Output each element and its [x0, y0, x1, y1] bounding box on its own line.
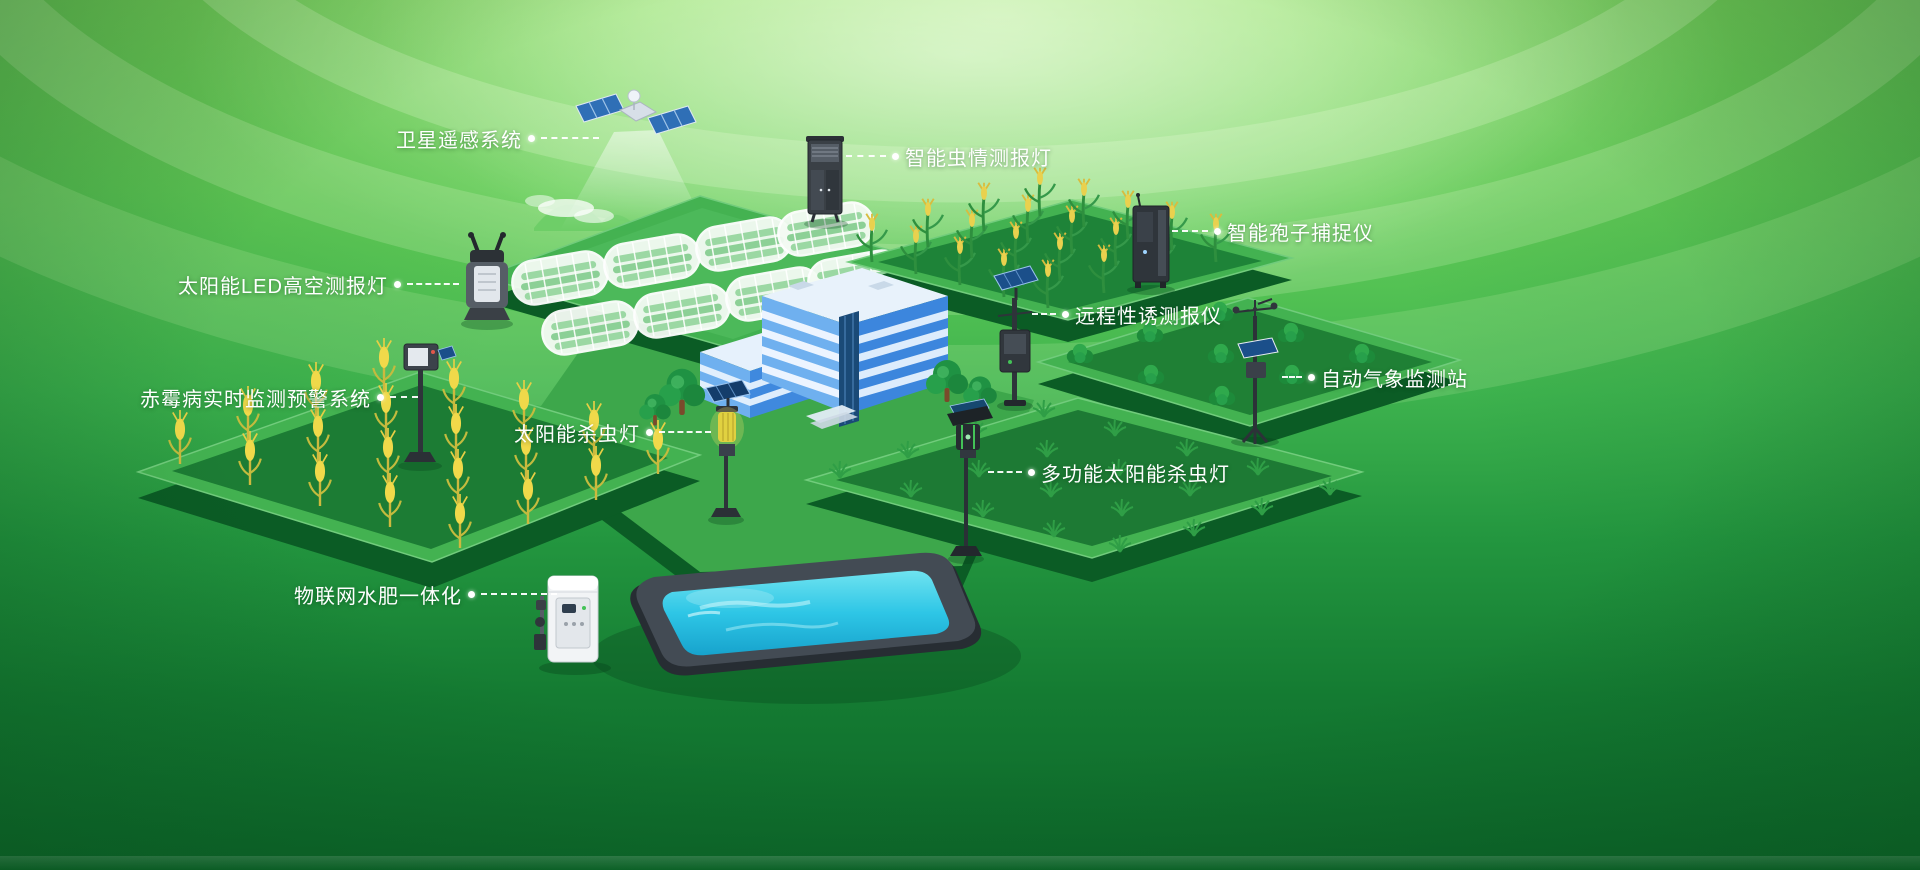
- label-remote-pheromone-monitor: 远程性诱测报仪: [1032, 301, 1222, 328]
- label-text: 自动气象监测站: [1321, 368, 1468, 391]
- label-dash-line: [988, 471, 1022, 473]
- satellite-beam: [560, 130, 706, 230]
- label-satellite-remote-sensing: 卫星遥感系统: [396, 125, 599, 152]
- multifunction-solar-insecticidal-lamp-device: [947, 398, 993, 564]
- label-auto-weather-station: 自动气象监测站: [1282, 364, 1468, 391]
- label-dash-line: [846, 155, 886, 157]
- label-dash-line: [659, 431, 711, 433]
- label-dot: [528, 134, 535, 142]
- label-dash-line: [1282, 376, 1302, 378]
- label-text: 卫星遥感系统: [396, 129, 522, 152]
- label-solar-led-aerial-lamp: 太阳能LED高空测报灯: [178, 271, 459, 298]
- label-iot-water-fertilizer: 物联网水肥一体化: [294, 581, 557, 608]
- label-multifunction-solar-insecticidal-lamp: 多功能太阳能杀虫灯: [988, 459, 1230, 486]
- label-dot: [1028, 468, 1035, 476]
- label-scab-realtime-warning: 赤霉病实时监测预警系统: [140, 384, 418, 411]
- label-dash-line: [541, 137, 599, 139]
- label-dot: [1214, 227, 1221, 235]
- label-dot: [892, 152, 899, 160]
- label-text: 远程性诱测报仪: [1075, 305, 1222, 328]
- label-dot: [646, 428, 653, 436]
- rice-platform: [803, 397, 1365, 582]
- label-dash-line: [1032, 313, 1056, 315]
- label-text: 物联网水肥一体化: [294, 585, 462, 608]
- label-dot: [393, 280, 401, 288]
- label-solar-insecticidal-lamp: 太阳能杀虫灯: [514, 419, 711, 446]
- label-dash-line: [406, 283, 459, 285]
- solar-led-aerial-lamp-device: [461, 232, 513, 330]
- label-dash-line: [390, 396, 418, 398]
- scab-realtime-warning-device: [398, 343, 457, 471]
- label-text: 赤霉病实时监测预警系统: [140, 388, 371, 411]
- clouds: [525, 195, 614, 223]
- iot-water-fertilizer-device: [534, 575, 611, 675]
- label-text: 太阳能杀虫灯: [514, 423, 640, 446]
- label-dot: [468, 590, 475, 598]
- label-text: 智能孢子捕捉仪: [1227, 222, 1374, 245]
- spore-catcher-device: [1127, 193, 1175, 295]
- solar-insecticidal-lamp-device: [705, 379, 751, 525]
- label-text: 太阳能LED高空测报灯: [178, 275, 388, 298]
- label-dot: [377, 393, 384, 401]
- label-insect-monitoring-lamp: 智能虫情测报灯: [846, 143, 1052, 170]
- label-text: 智能虫情测报灯: [905, 147, 1052, 170]
- label-dash-line: [1172, 230, 1208, 232]
- remote-pheromone-monitor-device: [993, 265, 1039, 411]
- label-dot: [1062, 310, 1069, 318]
- office-building: [700, 268, 948, 429]
- backdrop-arcs: [0, 0, 1920, 435]
- label-spore-catcher: 智能孢子捕捉仪: [1172, 218, 1374, 245]
- stage-floor-glow: [0, 856, 1920, 870]
- water-pool: [591, 552, 1021, 704]
- label-dot: [1308, 373, 1315, 381]
- label-dash-line: [481, 593, 557, 595]
- satellite-icon: [575, 89, 697, 135]
- wheat-platform: [135, 371, 703, 588]
- label-text: 多功能太阳能杀虫灯: [1041, 463, 1230, 486]
- insect-monitoring-lamp-device: [804, 136, 848, 229]
- auto-weather-station-device: [1231, 298, 1279, 447]
